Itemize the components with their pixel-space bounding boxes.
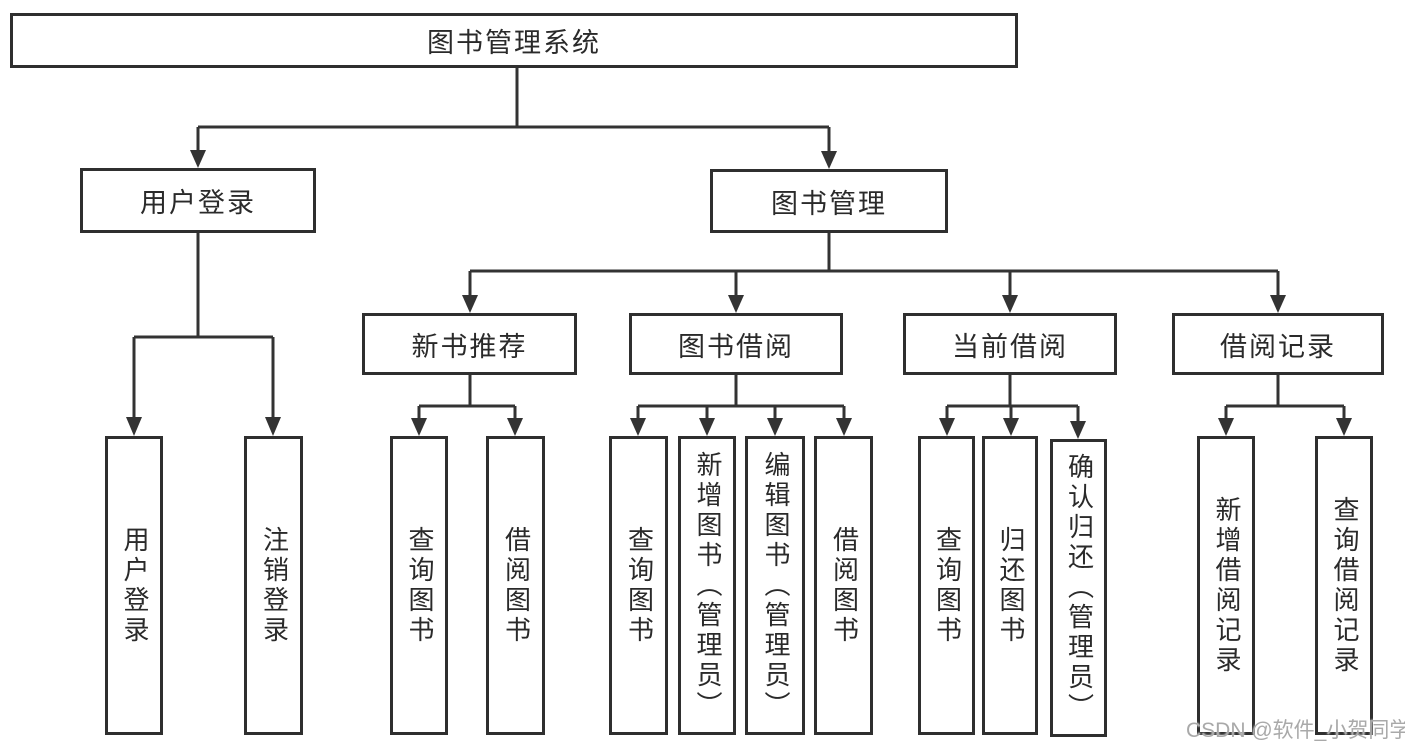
connector-root-to-level2	[190, 68, 837, 169]
arrowhead-icon	[630, 418, 646, 436]
leaf-query-borrow-record-label: 查询借阅记录	[1329, 495, 1360, 676]
leaf-query-books-current-label: 查询图书	[932, 525, 963, 646]
connector-user-login-to-leaves	[126, 233, 281, 436]
leaf-add-book-admin-label: 新增图书（管理员）	[692, 450, 723, 721]
connector-new-book-to-leaves	[411, 375, 523, 436]
watermark-text: CSDN @软件_小贺同学	[1186, 719, 1405, 742]
leaf-user-login-label: 用户登录	[119, 525, 150, 646]
leaf-borrow-books-borrowing: 借阅图书	[814, 436, 873, 735]
arrowhead-icon	[126, 417, 142, 436]
leaf-add-borrow-record: 新增借阅记录	[1197, 436, 1255, 735]
node-new-book-recommendation-label: 新书推荐	[411, 331, 528, 362]
arrowhead-icon	[1218, 418, 1234, 436]
node-book-management-label: 图书管理	[771, 188, 887, 219]
leaf-query-books-borrowing: 查询图书	[609, 436, 668, 735]
leaf-query-books-recommend-label: 查询图书	[404, 525, 435, 646]
arrowhead-icon	[411, 418, 427, 436]
arrowhead-icon	[507, 418, 523, 436]
leaf-confirm-return-admin: 确认归还（管理员）	[1050, 439, 1107, 737]
leaf-edit-book-admin-label: 编辑图书（管理员）	[760, 450, 791, 721]
arrowhead-icon	[1336, 418, 1352, 436]
leaf-query-borrow-record: 查询借阅记录	[1315, 436, 1373, 735]
node-borrowing-records-label: 借阅记录	[1220, 331, 1336, 362]
leaf-borrow-books-recommend-label: 借阅图书	[501, 525, 532, 646]
leaf-query-books-borrowing-label: 查询图书	[624, 525, 655, 646]
connector-current-borrowing-to-leaves	[939, 375, 1086, 439]
leaf-return-books: 归还图书	[982, 436, 1038, 735]
connector-book-management-to-level3	[462, 233, 1286, 313]
arrowhead-icon	[821, 151, 837, 169]
arrowhead-icon	[190, 150, 206, 168]
arrowhead-icon	[265, 417, 281, 436]
leaf-edit-book-admin: 编辑图书（管理员）	[745, 436, 805, 735]
connector-book-borrowing-to-leaves	[630, 375, 852, 436]
leaf-add-book-admin: 新增图书（管理员）	[678, 436, 736, 735]
leaf-return-books-label: 归还图书	[995, 525, 1026, 646]
arrowhead-icon	[462, 295, 478, 313]
node-root-label: 图书管理系统	[427, 28, 601, 58]
arrowhead-icon	[1003, 418, 1019, 436]
leaf-borrow-books-borrowing-label: 借阅图书	[829, 525, 860, 646]
node-user-login: 用户登录	[80, 168, 316, 233]
leaf-add-borrow-record-label: 新增借阅记录	[1211, 495, 1242, 676]
arrowhead-icon	[1270, 295, 1286, 313]
connector-borrowing-records-to-leaves	[1218, 375, 1352, 436]
node-current-borrowing-label: 当前借阅	[952, 331, 1068, 362]
node-current-borrowing: 当前借阅	[903, 313, 1117, 375]
leaf-logout-label: 注销登录	[259, 525, 290, 646]
node-book-management: 图书管理	[710, 169, 948, 233]
node-root: 图书管理系统	[10, 13, 1018, 68]
node-borrowing-records: 借阅记录	[1172, 313, 1384, 375]
leaf-user-login: 用户登录	[105, 436, 163, 735]
arrowhead-icon	[1070, 421, 1086, 439]
arrowhead-icon	[699, 418, 715, 436]
arrowhead-icon	[728, 295, 744, 313]
leaf-borrow-books-recommend: 借阅图书	[486, 436, 545, 735]
node-book-borrowing-label: 图书借阅	[678, 331, 794, 362]
leaf-logout: 注销登录	[244, 436, 303, 735]
node-new-book-recommendation: 新书推荐	[362, 313, 577, 375]
arrowhead-icon	[939, 418, 955, 436]
arrowhead-icon	[1002, 295, 1018, 313]
arrowhead-icon	[767, 418, 783, 436]
arrowhead-icon	[836, 418, 852, 436]
leaf-query-books-recommend: 查询图书	[390, 436, 448, 735]
leaf-query-books-current: 查询图书	[918, 436, 975, 735]
node-user-login-label: 用户登录	[140, 188, 256, 218]
leaf-confirm-return-admin-label: 确认归还（管理员）	[1064, 453, 1095, 723]
node-book-borrowing: 图书借阅	[629, 313, 843, 375]
